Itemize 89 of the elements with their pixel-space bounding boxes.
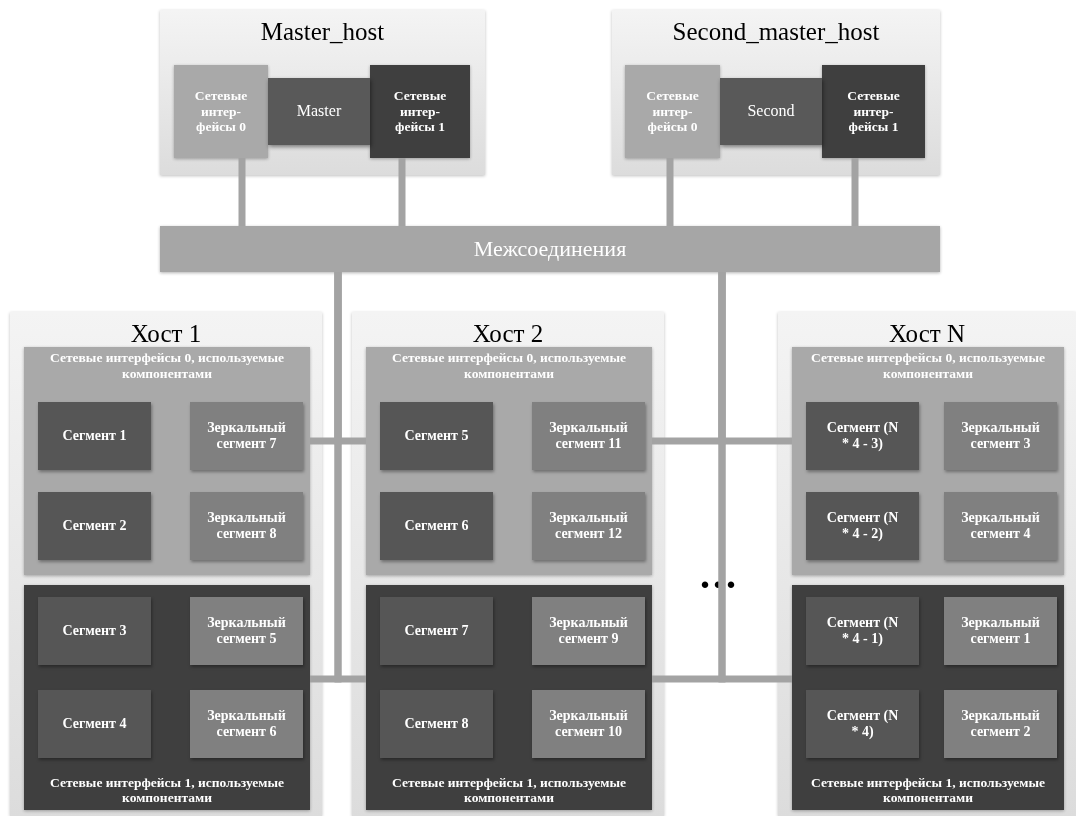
box-label: Зеркальный сегмент 1 xyxy=(960,614,1041,648)
network-interface-panel xyxy=(366,347,652,575)
segment-box xyxy=(806,597,919,665)
segment-box xyxy=(38,492,151,560)
box-label: Сегмент 8 xyxy=(404,715,469,733)
box-label: Сегмент 2 xyxy=(62,517,127,535)
mirror-segment-box xyxy=(190,690,303,758)
mirror-segment-box xyxy=(190,597,303,665)
box-label: Сетевые интер-фейсы 1 xyxy=(392,88,448,135)
mirror-segment-box xyxy=(944,402,1057,470)
box-label: Зеркальный сегмент 4 xyxy=(960,509,1041,543)
mirror-segment-box xyxy=(190,492,303,560)
segment-box xyxy=(380,492,493,560)
host-box xyxy=(160,10,485,175)
box-label: Сегмент (N * 4 - 3) xyxy=(825,419,900,453)
host-box xyxy=(778,312,1076,816)
network-interface-panel xyxy=(792,347,1064,575)
network-interface-box xyxy=(370,65,470,158)
connector-line xyxy=(851,158,859,226)
box-label: Сетевые интер-фейсы 0 xyxy=(193,88,249,135)
interconnect-bar xyxy=(160,226,940,272)
box-label: Зеркальный сегмент 12 xyxy=(548,509,629,543)
box-label: Сетевые интерфейсы 0, используемые компонентами xyxy=(49,350,285,382)
segment-box xyxy=(806,402,919,470)
segment-box xyxy=(38,597,151,665)
box-label: Зеркальный сегмент 11 xyxy=(548,419,629,453)
box-label: Зеркальный сегмент 9 xyxy=(548,614,629,648)
connector-line xyxy=(718,272,792,683)
master-box xyxy=(720,78,822,145)
box-label: Сегмент 4 xyxy=(62,715,127,733)
connector-line xyxy=(238,158,246,226)
box-label: Сегмент 1 xyxy=(62,427,127,445)
mirror-segment-box xyxy=(944,690,1057,758)
box-label: Сетевые интерфейсы 0, используемые компонентами xyxy=(810,350,1046,382)
host-box xyxy=(352,312,664,816)
box-label: Сегмент (N * 4) xyxy=(825,707,900,741)
network-interface-box xyxy=(822,65,925,158)
box-label: Зеркальный сегмент 2 xyxy=(960,707,1041,741)
box-label: Сегмент 6 xyxy=(404,517,469,535)
box-label: Сегмент (N * 4 - 2) xyxy=(825,509,900,543)
host-title: Хост 2 xyxy=(472,320,544,349)
network-interface-panel xyxy=(24,347,310,575)
host-title: Хост 1 xyxy=(130,320,202,349)
host-title: Second_master_host xyxy=(672,18,880,47)
network-interface-panel xyxy=(366,585,652,810)
box-label: Межсоединения xyxy=(473,236,627,262)
box-label: Сетевые интер-фейсы 1 xyxy=(846,88,901,135)
mirror-segment-box xyxy=(532,402,645,470)
box-label: Зеркальный сегмент 3 xyxy=(960,419,1041,453)
mirror-segment-box xyxy=(190,402,303,470)
box-label: Second xyxy=(747,102,795,121)
mirror-segment-box xyxy=(532,597,645,665)
mirror-segment-box xyxy=(532,492,645,560)
host-box xyxy=(612,10,940,175)
connector-line xyxy=(398,158,406,226)
box-label: Сетевые интерфейсы 1, используемые компонентами xyxy=(810,774,1046,806)
box-label: Зеркальный сегмент 7 xyxy=(206,419,287,453)
segment-box xyxy=(806,690,919,758)
box-label: Сетевые интерфейсы 0, используемые компонентами xyxy=(391,350,627,382)
segment-box xyxy=(38,690,151,758)
box-label: Сегмент 3 xyxy=(62,622,127,640)
segment-box xyxy=(380,402,493,470)
box-label: Сегмент 7 xyxy=(404,622,469,640)
network-interface-box xyxy=(625,65,720,158)
box-label: Зеркальный сегмент 5 xyxy=(206,614,287,648)
box-label: Сегмент 5 xyxy=(404,427,469,445)
mirror-segment-box xyxy=(944,492,1057,560)
segment-box xyxy=(380,690,493,758)
mirror-segment-box xyxy=(532,690,645,758)
host-title: Master_host xyxy=(260,18,385,47)
connector-line xyxy=(666,158,674,226)
master-box xyxy=(268,78,370,145)
box-label: Сегмент (N * 4 - 1) xyxy=(825,614,900,648)
box-label: Сетевые интерфейсы 1, используемые компонентами xyxy=(49,774,285,806)
segment-box xyxy=(38,402,151,470)
network-interface-panel xyxy=(24,585,310,810)
box-label: Сетевые интер-фейсы 0 xyxy=(645,88,700,135)
host-title: Хост N xyxy=(889,320,965,349)
box-label: Сетевые интерфейсы 1, используемые компонентами xyxy=(391,774,627,806)
box-label: Зеркальный сегмент 8 xyxy=(206,509,287,543)
network-interface-box xyxy=(174,65,268,158)
segment-box xyxy=(806,492,919,560)
network-interface-panel xyxy=(792,585,1064,810)
box-label: Зеркальный сегмент 6 xyxy=(206,707,287,741)
mirror-segment-box xyxy=(944,597,1057,665)
segment-box xyxy=(380,597,493,665)
host-box xyxy=(10,312,322,816)
box-label: Зеркальный сегмент 10 xyxy=(548,707,629,741)
box-label: Master xyxy=(296,102,342,121)
